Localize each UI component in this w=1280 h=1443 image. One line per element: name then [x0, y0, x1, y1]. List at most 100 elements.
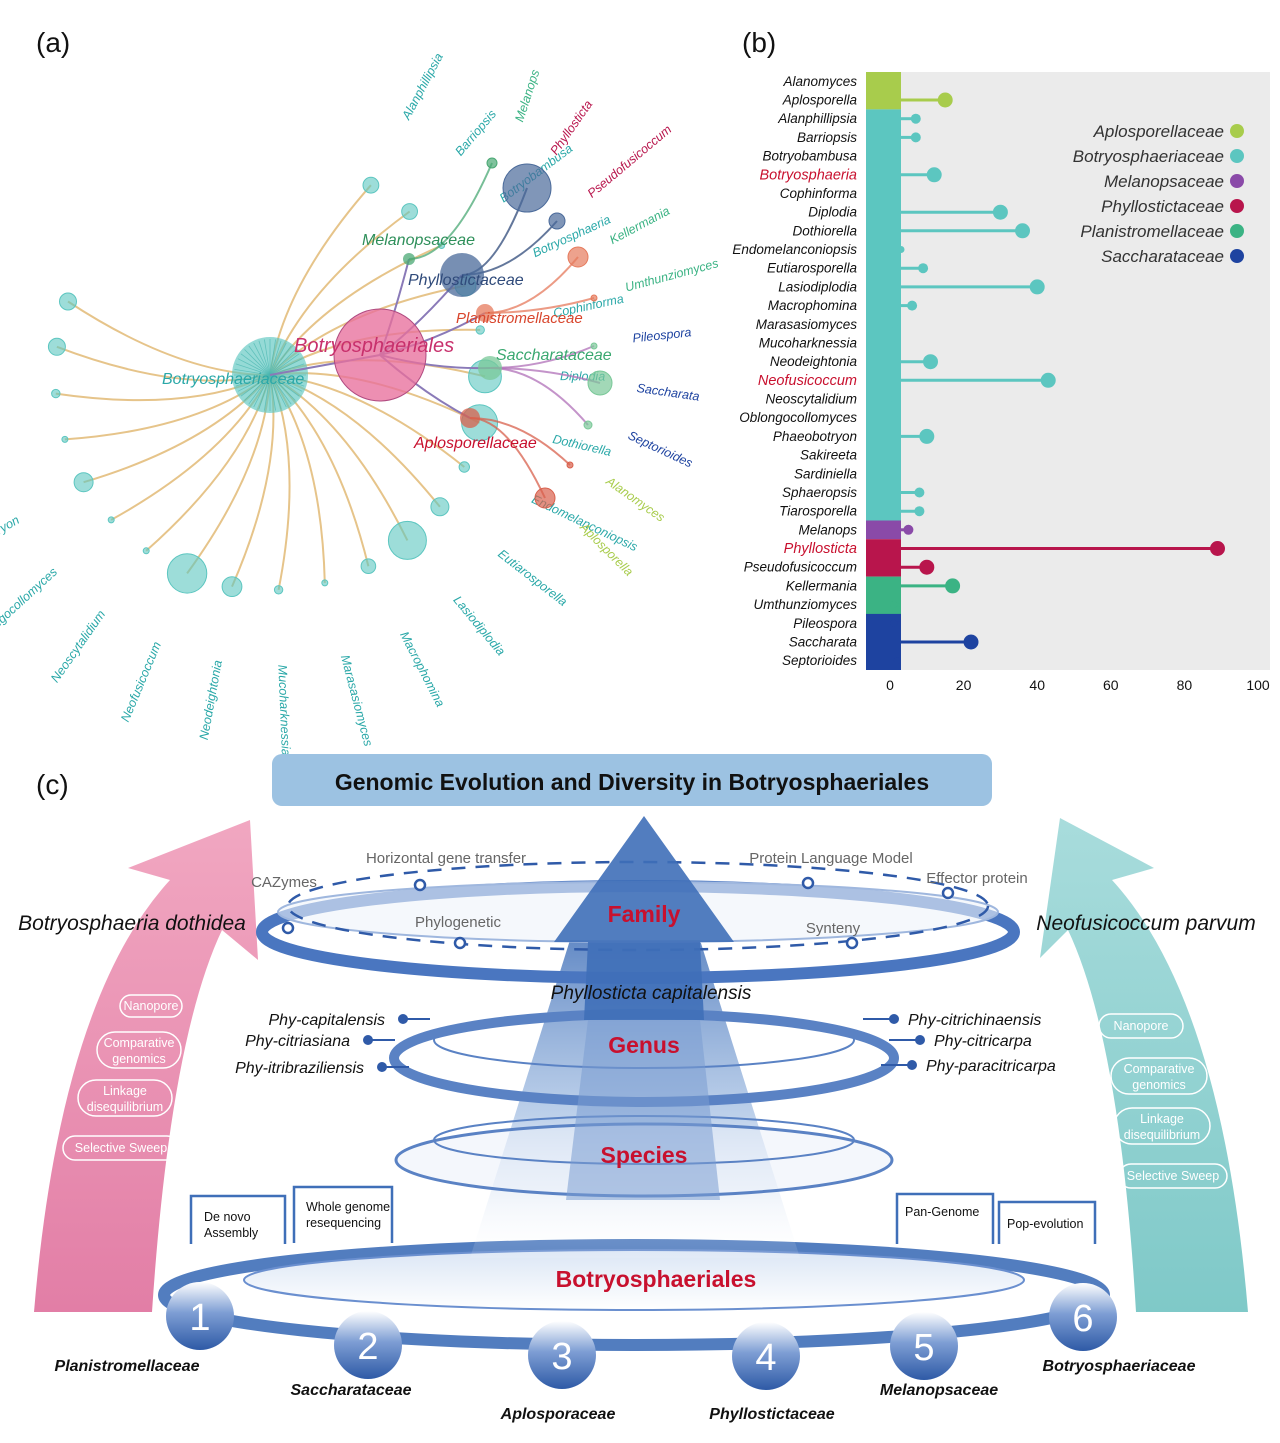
pill-text-left-1-a: Comparative — [104, 1036, 175, 1050]
sphere-4 — [732, 1322, 800, 1390]
genus-label-barriopsis: Barriopsis — [452, 107, 499, 158]
genus-label-neoscytalidium: Neoscytalidium — [48, 608, 108, 685]
genus-label-eutiarosporella: Eutiarosporella — [495, 547, 570, 609]
node-phyllosticta — [502, 163, 552, 213]
label-phylogenetic: Phylogenetic — [415, 914, 501, 931]
dot-botryobambusa — [890, 152, 898, 160]
legend-label-phyllostictaceae: Phyllostictaceae — [1101, 197, 1224, 216]
sphere-2 — [334, 1311, 402, 1379]
panel-label-c: (c) — [36, 769, 69, 800]
node-endomelanconiopsis — [458, 461, 470, 473]
pipeline-folders: Whole genomeresequencingPan-GenomePop-ev… — [189, 1185, 1097, 1244]
pill-left-2 — [77, 1079, 173, 1117]
level-order: Botryosphaeriales — [556, 1266, 757, 1292]
sphere-number-6: 6 — [1072, 1298, 1093, 1340]
row-label-botryobambusa: Botryobambusa — [762, 149, 857, 164]
pin-dot — [398, 1014, 408, 1024]
node-pileospora — [590, 342, 598, 350]
row-label-botryosphaeria: Botryosphaeria — [759, 167, 857, 183]
family-node-phyllostictaceae — [440, 253, 484, 297]
dot-mucoharknessia — [893, 339, 901, 347]
sphere-label-2: Saccharataceae — [291, 1382, 412, 1399]
genus-label-saccharata: Saccharata — [636, 381, 701, 404]
node-oblongocollomyces — [107, 516, 115, 524]
pin-dot — [363, 1035, 373, 1045]
row-label-lasiodiplodia: Lasiodiplodia — [778, 279, 857, 294]
legend-swatch-planistromellaceae — [1230, 224, 1244, 238]
central-up-arrow — [554, 816, 734, 1020]
row-label-oblongocollomyces: Oblongocollomyces — [739, 410, 857, 425]
node-marasasiomyces — [321, 579, 329, 587]
x-tick-40: 40 — [1029, 677, 1045, 693]
family-node-planistromellaceae — [476, 304, 494, 322]
genus-species-left-2: Phy-itribraziliensis — [235, 1060, 364, 1077]
dot-marasasiomyces — [890, 320, 898, 328]
genus-label-alanomyces: Alanomyces — [603, 474, 668, 525]
dot-septorioides — [893, 657, 901, 665]
level-family: Family — [608, 901, 681, 927]
row-label-sakireeta: Sakireeta — [800, 448, 858, 463]
node-neoscytalidium — [142, 547, 150, 555]
sphere-6 — [1049, 1283, 1117, 1351]
pill-right-3 — [1118, 1163, 1228, 1189]
legend-label-melanopsaceae: Melanopsaceae — [1104, 172, 1224, 191]
genus-label-kellermania: Kellermania — [607, 204, 672, 247]
folder-text-3: Pop-evolution — [1007, 1217, 1083, 1231]
dot-alanomyces — [890, 77, 898, 85]
node-cophinforma — [475, 325, 485, 335]
family-node-saccharataceae — [478, 356, 502, 380]
row-label-saccharata: Saccharata — [789, 635, 858, 650]
node-alanomyces — [566, 461, 574, 469]
genus-label-dothiorella: Dothiorella — [551, 432, 612, 459]
row-label-pseudofusicoccum: Pseudofusicoccum — [744, 560, 857, 575]
row-label-melanops: Melanops — [798, 522, 857, 537]
label-effector: Effector protein — [926, 870, 1027, 887]
pill-text-right-1-b: genomics — [1132, 1078, 1186, 1092]
node-sardiniella — [51, 388, 61, 399]
lollipop-chart-panel-b: AlanomycesAplosporellaAlanphillipsiaBarr… — [732, 72, 1270, 693]
family-label-phyllostictaceae: Phyllostictaceae — [408, 272, 524, 289]
pill-text-left-2-a: Linkage — [103, 1084, 147, 1098]
dot-dothiorella — [1015, 223, 1030, 239]
folder-text-2: Pan-Genome — [905, 1205, 979, 1219]
dot-kellermania — [945, 578, 961, 594]
legend-label-saccharataceae: Saccharataceae — [1101, 247, 1224, 266]
legend-swatch-botryosphaeriaceae — [1230, 149, 1244, 163]
center-species: Phyllosticta capitalensis — [551, 983, 752, 1004]
label-synteny: Synteny — [806, 920, 861, 937]
method-pills: NanoporeComparativegenomicsLinkagedisequ… — [62, 994, 1228, 1189]
edge-melanops — [408, 162, 493, 260]
folder-text-1-b: resequencing — [306, 1216, 381, 1230]
node-macrophomina — [360, 558, 377, 575]
genus-label-alanphillipsia: Alanphillipsia — [399, 51, 446, 123]
legend-swatch-melanopsaceae — [1230, 174, 1244, 188]
genus-label-septorioides: Septorioides — [626, 428, 695, 470]
genus-label-lasiodiplodia: Lasiodiplodia — [450, 593, 507, 658]
dot-botryosphaeria — [926, 167, 942, 183]
family-band-botryosphaeriaceae — [866, 109, 901, 521]
node-pseudofusicoccum — [548, 212, 566, 230]
title-banner — [272, 754, 992, 806]
genus-species-labels: Phy-capitalensisPhy-citriasianaPhy-itrib… — [235, 1012, 1056, 1077]
row-label-dothiorella: Dothiorella — [792, 223, 857, 238]
legend-label-planistromellaceae: Planistromellaceae — [1080, 222, 1224, 241]
label-hgt: Horizontal gene transfer — [366, 850, 526, 867]
node-phaeobotryon — [73, 472, 94, 493]
pill-text-right-2-a: Linkage — [1140, 1112, 1184, 1126]
dot-barriopsis — [910, 132, 921, 143]
node-sakireeta — [61, 435, 69, 443]
dot-neoscytalidium — [890, 395, 898, 403]
row-label-sardiniella: Sardiniella — [794, 466, 858, 481]
cladogram-panel-a: TiarosporellaSphaeropsisSardiniellaSakir… — [0, 51, 720, 756]
genus-label-marasasiomyces: Marasasiomyces — [338, 653, 375, 747]
genus-species-right-1: Phy-citricarpa — [934, 1033, 1032, 1050]
genus-label-macrophomina: Macrophomina — [397, 629, 447, 709]
pin-dot — [915, 1035, 925, 1045]
dot-sphaeropsis — [914, 487, 925, 498]
dot-pileospora — [890, 619, 898, 627]
pin-dot — [889, 1014, 899, 1024]
dot-pseudofusicoccum — [919, 559, 935, 575]
node-kellermania — [567, 246, 589, 268]
family-node-melanopsaceae — [403, 253, 415, 265]
